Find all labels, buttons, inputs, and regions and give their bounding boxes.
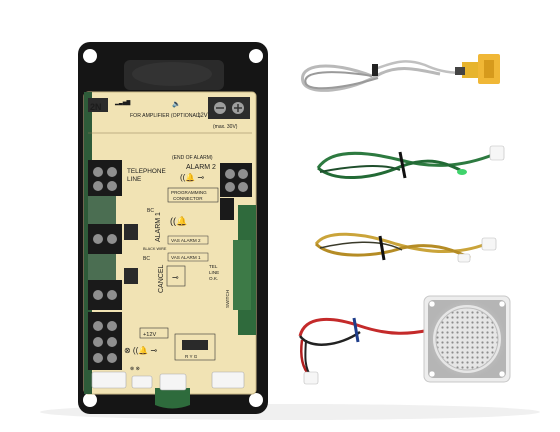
amplifier-label: FOR AMPLIFIER (OPTIONAL) — [130, 113, 201, 119]
svg-text:▂▃▅▇: ▂▃▅▇ — [114, 100, 131, 106]
end-of-alarm-label: (END OF ALARM) — [172, 155, 213, 161]
board-logo: 2N — [90, 102, 102, 112]
circuit-board: 2N ▂▃▅▇ 🔈 FOR AMPLIFIER (OPTIONAL) 12V (… — [83, 91, 257, 409]
svg-text:⊗ ⊗: ⊗ ⊗ — [130, 366, 140, 372]
svg-text:((🔔: ((🔔 — [170, 216, 187, 226]
plus12v-label: +12V — [143, 332, 156, 338]
yellow-cable — [314, 232, 497, 263]
ok-label: O.K. — [209, 276, 218, 281]
speaker — [423, 295, 511, 383]
svg-text:BC: BC — [143, 256, 150, 262]
telephone-label: TELEPHONE — [127, 168, 166, 175]
ryg-label: R Y G — [185, 354, 198, 359]
programming-label: PROGRAMMING — [171, 190, 207, 195]
connector-label: CONNECTOR — [173, 196, 203, 201]
vas-alarm2-label: VAS ALARM 2 — [171, 238, 201, 243]
line-ok-label: LINE — [209, 270, 219, 275]
cancel-label: CANCEL — [158, 264, 165, 293]
red-black-cable — [298, 317, 431, 385]
tel-label: TEL — [209, 264, 218, 269]
svg-text:⊸: ⊸ — [172, 273, 179, 282]
terminal-block-right — [220, 163, 252, 220]
vas-alarm1-label: VAS ALARM 1 — [171, 255, 201, 260]
black-wire-label: BLACK WIRE — [143, 247, 167, 251]
svg-text:((🔔 ⊸: ((🔔 ⊸ — [180, 173, 205, 182]
max-voltage-label: (max. 30V) — [213, 124, 238, 130]
terminal-blocks-left — [88, 160, 122, 370]
svg-text:BC: BC — [147, 208, 154, 214]
alarm2-label: ALARM 2 — [186, 164, 216, 171]
gray-cable — [301, 54, 500, 92]
alarm1-label: ALARM 1 — [155, 212, 162, 242]
voltage-label: 12V — [197, 113, 208, 119]
line-label: LINE — [127, 176, 141, 183]
switch-label: SWITCH — [225, 290, 230, 308]
svg-text:🔈: 🔈 — [172, 100, 181, 108]
svg-text:⊗ ((🔔 ⊸: ⊗ ((🔔 ⊸ — [124, 346, 157, 355]
green-cable — [316, 145, 505, 179]
